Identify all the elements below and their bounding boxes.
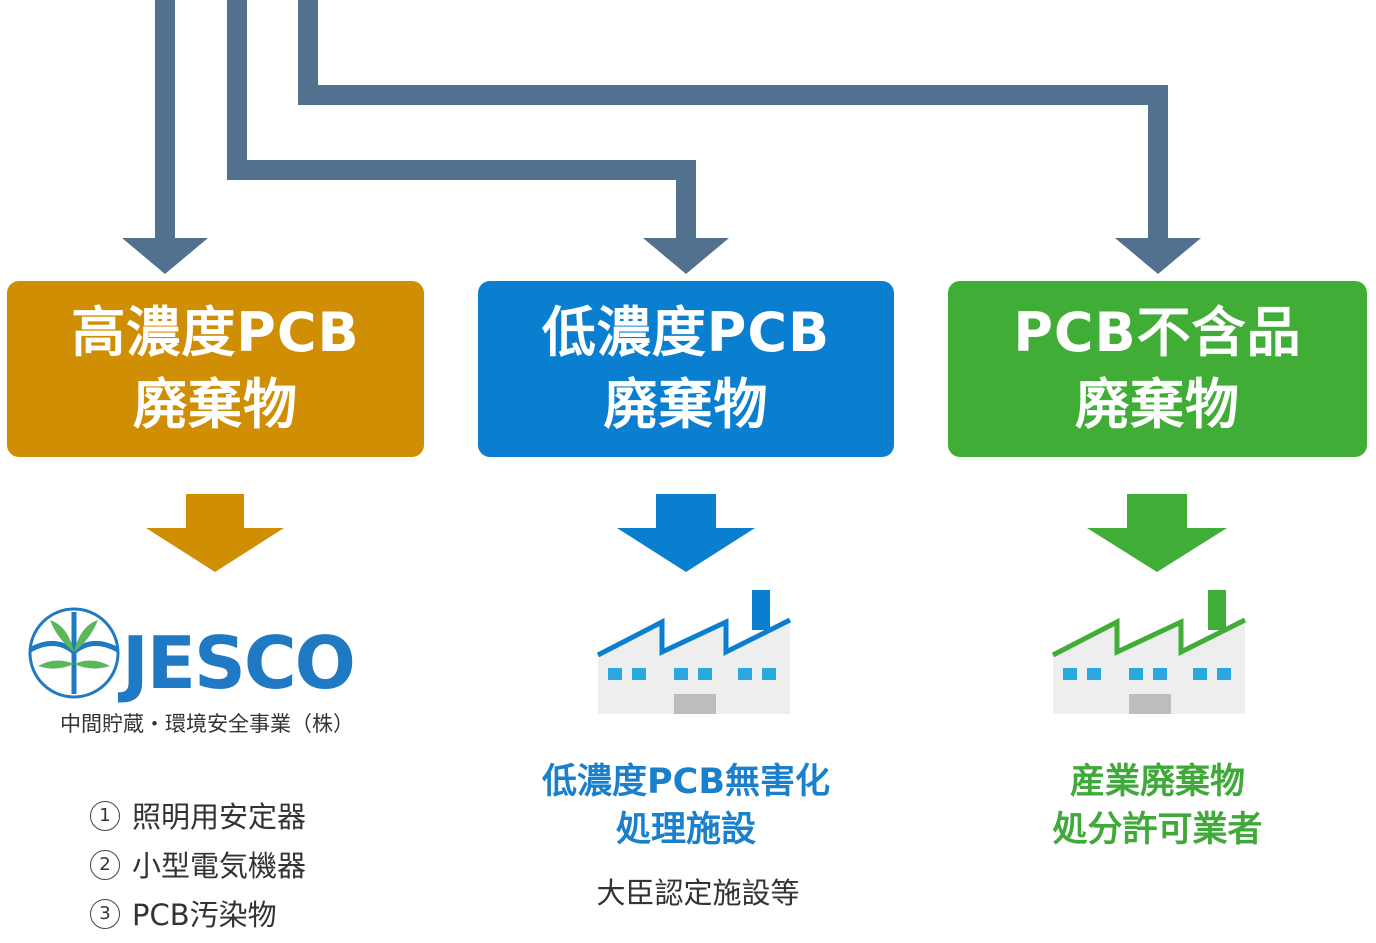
low-pcb-destination: 低濃度PCB無害化 処理施設 [478,758,894,854]
pcb-free-destination: 産業廃棄物 処分許可業者 [948,758,1367,854]
jesco-target-list: 1 照明用安定器 2 小型電気機器 3 PCB汚染物 [90,796,306,943]
arrowhead-high [122,238,208,274]
list-item: 1 照明用安定器 [90,796,306,845]
factory-icon-low [596,590,792,714]
list-item: 2 小型電気機器 [90,845,306,894]
circled-number: 2 [90,850,120,880]
category-subtitle: 廃棄物 [133,373,298,436]
jesco-logo-text: JESCO [117,621,354,705]
list-item-label: 照明用安定器 [132,800,307,834]
arrowhead-free [1115,238,1201,274]
destination-line2: 処理施設 [615,810,756,850]
category-subtitle: 廃棄物 [603,373,769,436]
list-item-label: 小型電気機器 [132,849,307,883]
low-pcb-destination-note: 大臣認定施設等 [596,876,800,910]
connector-free [298,0,1168,240]
connector-low [227,0,696,240]
arrow-down-icon-high [146,494,284,572]
list-item-label: PCB汚染物 [132,898,277,932]
jesco-company-name: 中間貯蔵・環境安全事業（株） [60,712,354,736]
circled-number: 3 [90,899,120,929]
category-box-high-concentration: 高濃度PCB 廃棄物 [7,281,424,457]
category-box-pcb-free: PCB不含品 廃棄物 [948,281,1367,457]
destination-line2: 処分許可業者 [1052,810,1263,850]
arrowhead-low [643,238,729,274]
circled-number: 1 [90,801,120,831]
destination-line1: 低濃度PCB無害化 [541,762,831,802]
arrow-down-icon-free [1087,494,1227,572]
category-title: PCB不含品 [1013,301,1302,364]
list-item: 3 PCB汚染物 [90,894,306,943]
jesco-logo-icon [28,607,120,699]
category-title: 高濃度PCB [71,301,360,364]
category-subtitle: 廃棄物 [1075,373,1240,436]
category-box-low-concentration: 低濃度PCB 廃棄物 [478,281,894,457]
arrow-down-icon-low [617,494,755,572]
category-title: 低濃度PCB [541,301,831,364]
destination-line1: 産業廃棄物 [1069,762,1245,802]
factory-icon-free [1051,590,1247,714]
